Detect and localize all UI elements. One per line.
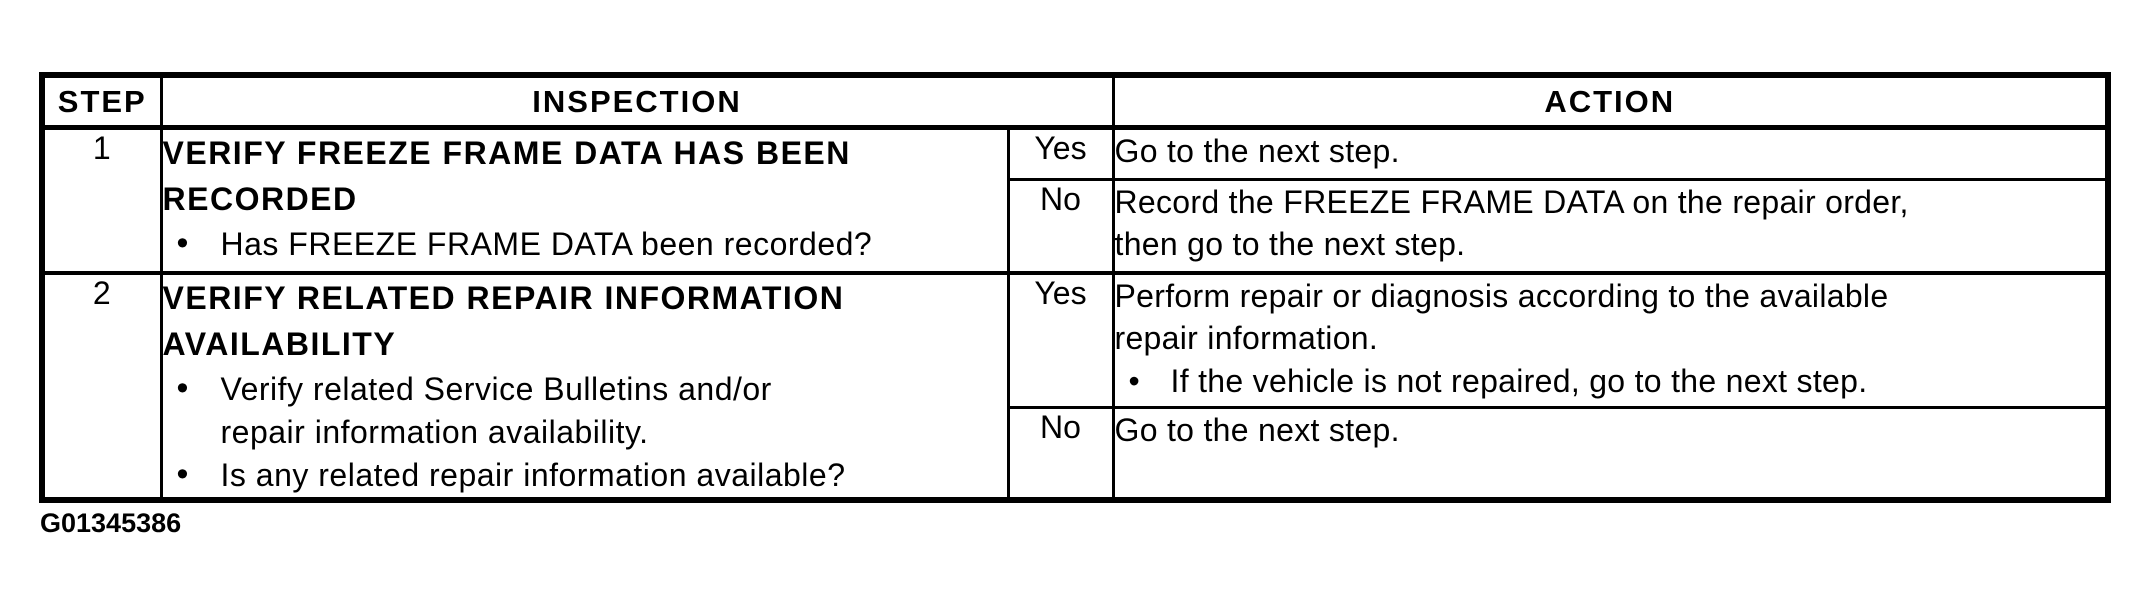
bullet-text-line: If the vehicle is not repaired, go to th… xyxy=(1170,362,1868,399)
step2-inspection-bullets: • Verify related Service Bulletins and/o… xyxy=(164,368,1005,497)
action-line: then go to the next step. xyxy=(1114,226,1466,262)
action-line: Perform repair or diagnosis according to… xyxy=(1114,277,1889,314)
bullet-icon: • xyxy=(176,454,189,493)
table-header-row: STEP INSPECTION ACTION xyxy=(40,73,2110,130)
table-row-step2-yes: 2 VERIFY RELATED REPAIR INFORMATION AVAI… xyxy=(40,270,2110,501)
table-row-step2-no: No Go to the next step. xyxy=(42,405,2110,502)
col-header-action: ACTION xyxy=(1111,73,2110,130)
step2-inspection-title: VERIFY RELATED REPAIR INFORMATION AVAILA… xyxy=(162,277,1005,367)
step1-inspection-bullets: • Has FREEZE FRAME DATA been recorded? xyxy=(164,223,1005,266)
action-line: Go to the next step. xyxy=(1114,411,1400,448)
table-row-step1-no: No Record the FREEZE FRAME DATA on the r… xyxy=(42,178,2110,274)
step1-answer-yes-cell: Yes xyxy=(1006,126,1115,181)
step2-answer-yes-cell: Yes xyxy=(1006,270,1115,409)
bullet-text-line: Verify related Service Bulletins and/or xyxy=(220,370,772,407)
bullet-item: • Verify related Service Bulletins and/o… xyxy=(164,368,1005,454)
bullet-text-line: repair information availability. xyxy=(220,413,649,450)
bullet-icon: • xyxy=(176,224,189,262)
step2-yes-action-cell: Perform repair or diagnosis according to… xyxy=(1111,270,2110,409)
inspection-title-line: AVAILABILITY xyxy=(162,325,397,362)
bullet-icon: • xyxy=(1128,362,1141,399)
action-line: Record the FREEZE FRAME DATA on the repa… xyxy=(1114,184,1909,220)
diagnostic-procedure-table: STEP INSPECTION ACTION 1 VERIFY FREEZE F… xyxy=(39,72,2111,503)
step1-inspection-cell: VERIFY FREEZE FRAME DATA HAS BEEN RECORD… xyxy=(159,126,1010,274)
step1-number-cell: 1 xyxy=(40,126,163,274)
bullet-text-line: Has FREEZE FRAME DATA been recorded? xyxy=(220,226,873,262)
step2-answer-no-cell: No xyxy=(1006,405,1115,502)
step1-no-action-cell: Record the FREEZE FRAME DATA on the repa… xyxy=(1111,178,2110,274)
step1-answer-no-cell: No xyxy=(1006,178,1115,274)
table-row-step1-yes: 1 VERIFY FREEZE FRAME DATA HAS BEEN RECO… xyxy=(40,126,2110,274)
col-header-inspection: INSPECTION xyxy=(159,73,1115,130)
action-line: repair information. xyxy=(1114,319,1379,356)
bullet-item: • Has FREEZE FRAME DATA been recorded? xyxy=(164,223,1005,266)
figure-id: G01345386 xyxy=(40,508,182,538)
inspection-title-line: RECORDED xyxy=(162,181,358,217)
step2-inspection-cell: VERIFY RELATED REPAIR INFORMATION AVAILA… xyxy=(159,270,1010,501)
col-header-step: STEP xyxy=(40,73,163,130)
step1-inspection-title: VERIFY FREEZE FRAME DATA HAS BEEN RECORD… xyxy=(162,131,1005,223)
inspection-title-line: VERIFY RELATED REPAIR INFORMATION xyxy=(162,279,845,316)
bullet-item: • Is any related repair information avai… xyxy=(164,454,1005,497)
step2-number-cell: 2 xyxy=(40,270,163,501)
step2-no-action-cell: Go to the next step. xyxy=(1111,405,2110,502)
action-line: Go to the next step. xyxy=(1114,133,1400,169)
bullet-icon: • xyxy=(176,368,189,407)
bullet-text-line: Is any related repair information availa… xyxy=(220,456,846,493)
inspection-title-line: VERIFY FREEZE FRAME DATA HAS BEEN xyxy=(162,135,851,171)
step1-yes-action-cell: Go to the next step. xyxy=(1111,126,2110,181)
action-bullet-item: • If the vehicle is not repaired, go to … xyxy=(1116,360,2105,402)
